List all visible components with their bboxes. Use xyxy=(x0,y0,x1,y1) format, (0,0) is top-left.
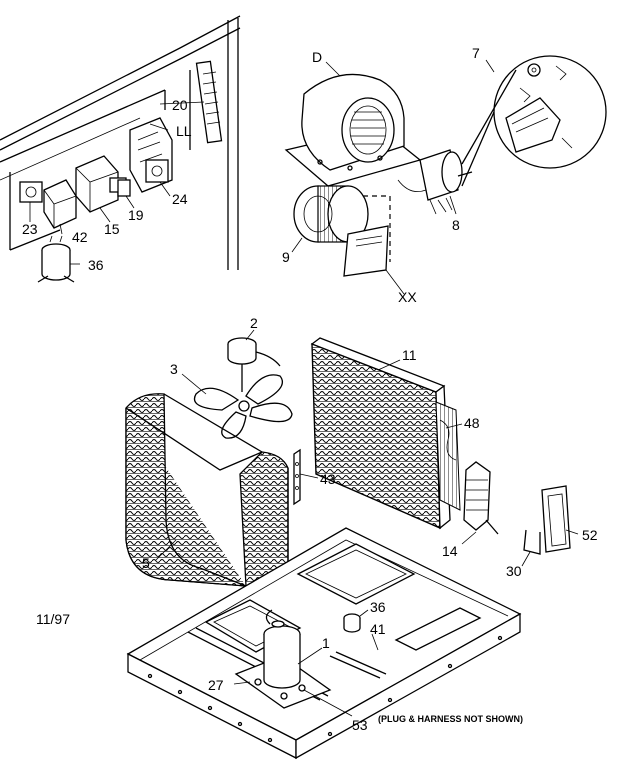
fan-motor xyxy=(227,337,281,392)
label-23: 23 xyxy=(22,221,38,237)
label-43: 43 xyxy=(320,471,336,487)
label-3: 3 xyxy=(170,361,178,377)
label-14: 14 xyxy=(442,543,458,559)
leader-lines xyxy=(29,59,579,717)
label-41: 41 xyxy=(370,621,386,637)
label-27: 27 xyxy=(208,677,224,693)
blower-housing xyxy=(284,73,422,187)
compressor xyxy=(234,609,332,709)
label-D: D xyxy=(312,49,322,65)
label-24: 24 xyxy=(172,191,188,207)
blower-motor xyxy=(397,149,473,215)
capacitor-42 xyxy=(43,179,77,229)
label-53: 53 xyxy=(352,717,368,733)
capacitor-36-lower xyxy=(343,613,361,633)
date-label: 11/97 xyxy=(36,611,70,627)
label-42: 42 xyxy=(72,229,88,245)
label-11: 11 xyxy=(402,347,417,363)
control-board xyxy=(129,117,173,193)
label-5: 5 xyxy=(142,555,150,571)
control-box xyxy=(0,15,241,270)
component-23 xyxy=(19,181,43,203)
terminal-strip xyxy=(195,60,223,144)
component-48 xyxy=(439,419,457,461)
label-9: 9 xyxy=(282,249,290,265)
label-52: 52 xyxy=(582,527,598,543)
label-1: 1 xyxy=(322,635,330,651)
label-2: 2 xyxy=(250,315,258,331)
label-48: 48 xyxy=(464,415,480,431)
label-19: 19 xyxy=(128,207,144,223)
bracket-52 xyxy=(541,485,571,553)
label-7: 7 xyxy=(472,45,480,61)
note-plug-harness: (PLUG & HARNESS NOT SHOWN) xyxy=(378,714,523,724)
base-pan xyxy=(126,527,522,760)
label-8: 8 xyxy=(452,217,460,233)
scroll-piece xyxy=(343,225,389,277)
detail-circle-mount xyxy=(461,55,607,187)
strainer-14 xyxy=(463,461,499,535)
label-36-lower: 36 xyxy=(370,599,386,615)
item-30 xyxy=(523,529,541,555)
label-20: 20 xyxy=(172,97,188,113)
label-15: 15 xyxy=(104,221,120,237)
component-19 xyxy=(117,179,131,197)
fan-blade xyxy=(193,374,293,439)
part-labels: D 7 20 LL 19 24 23 42 15 36 8 9 XX 2 3 1… xyxy=(22,45,598,733)
label-36-upper: 36 xyxy=(88,257,104,273)
condenser-coil-wrap xyxy=(125,393,289,587)
evaporator-coil xyxy=(310,337,461,530)
capacitor-36-upper xyxy=(37,235,75,283)
label-30: 30 xyxy=(506,563,522,579)
bracket-43 xyxy=(293,448,301,506)
label-LL: LL xyxy=(176,123,192,139)
label-XX: XX xyxy=(398,289,417,305)
